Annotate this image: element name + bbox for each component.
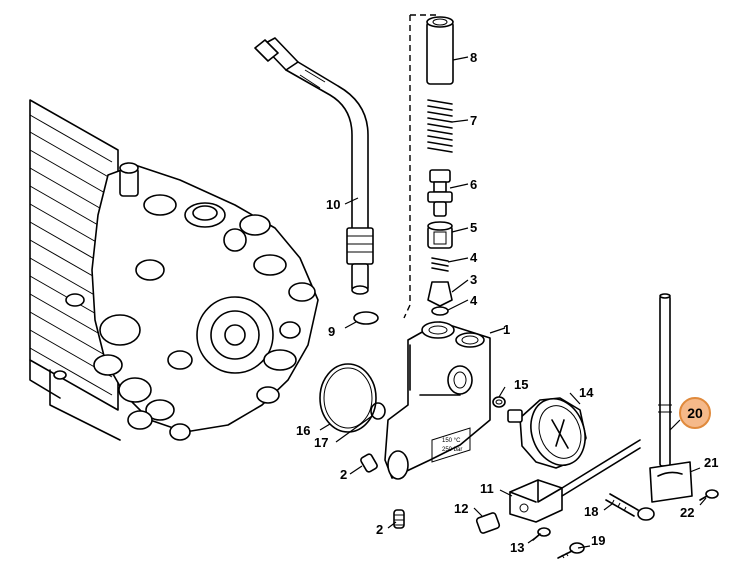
callout-15: 14 bbox=[579, 385, 594, 400]
high-pressure-hose bbox=[254, 37, 374, 295]
valve-temp-rating: 150 °C bbox=[442, 438, 461, 444]
callout-21: 20 bbox=[687, 405, 703, 421]
callout-22: 21 bbox=[704, 455, 718, 470]
screw-part-19 bbox=[605, 493, 655, 521]
pressure-switch-part-12 bbox=[509, 439, 641, 523]
callout-13: 12 bbox=[454, 501, 468, 516]
callout-9: 8 bbox=[470, 50, 477, 65]
callout-7: 6 bbox=[470, 177, 477, 192]
rod-part-21 bbox=[658, 293, 672, 467]
highlight-badge bbox=[679, 397, 711, 429]
nut-part-16 bbox=[492, 396, 506, 408]
callout-11: 10 bbox=[326, 197, 340, 212]
callout-4: 4 bbox=[470, 293, 478, 308]
callout-10: 9 bbox=[328, 324, 335, 339]
pump-fittings bbox=[53, 162, 316, 441]
screw-part-2b bbox=[393, 509, 405, 529]
screw-part-23 bbox=[699, 489, 719, 501]
oring-part-17 bbox=[319, 363, 377, 433]
assembly-axis-line bbox=[403, 15, 411, 319]
valve-cone-part-3 bbox=[427, 281, 453, 307]
plug-part-13 bbox=[475, 512, 501, 534]
callout-8: 7 bbox=[470, 113, 477, 128]
callout-19: 18 bbox=[584, 504, 598, 519]
bushing-part-6 bbox=[427, 221, 453, 249]
callout-6: 5 bbox=[470, 220, 477, 235]
piston-part-7 bbox=[427, 169, 453, 217]
oring-part-4 bbox=[431, 306, 449, 316]
callout-16: 15 bbox=[514, 377, 528, 392]
callout-18: 17 bbox=[314, 435, 328, 450]
pressure-gauge-part-15 bbox=[507, 397, 587, 469]
clamp-part-22 bbox=[649, 461, 693, 503]
valve-pressure-rating: 250 bar bbox=[442, 447, 462, 453]
callout-2a: 2 bbox=[340, 467, 347, 482]
callout-20: 19 bbox=[591, 533, 605, 548]
screw-part-20 bbox=[557, 542, 585, 559]
pump-assembly bbox=[29, 99, 319, 441]
callout-labels: 8 7 6 5 4 3 4 10 9 1 16 17 2 2 15 14 11 … bbox=[296, 50, 718, 555]
spring-part-8 bbox=[427, 99, 453, 153]
callout-3: 3 bbox=[470, 272, 477, 287]
callout-2b: 2 bbox=[376, 522, 383, 537]
callout-17: 16 bbox=[296, 423, 310, 438]
leader-lines bbox=[319, 56, 707, 549]
callout-1: 1 bbox=[503, 322, 510, 337]
oring-part-10 bbox=[353, 311, 379, 325]
callout-23: 22 bbox=[680, 505, 694, 520]
callout-12: 11 bbox=[480, 481, 494, 496]
callout-21-highlight[interactable]: 20 bbox=[679, 397, 711, 429]
sleeve-part-9 bbox=[426, 16, 454, 85]
spring-part-5 bbox=[431, 257, 449, 272]
callout-14: 13 bbox=[510, 540, 524, 555]
valve-block-part-1: 150 °C 250 bar bbox=[384, 321, 491, 480]
screw-part-2a bbox=[360, 453, 378, 473]
oring-part-18 bbox=[370, 402, 386, 420]
callout-5: 4 bbox=[470, 250, 478, 265]
